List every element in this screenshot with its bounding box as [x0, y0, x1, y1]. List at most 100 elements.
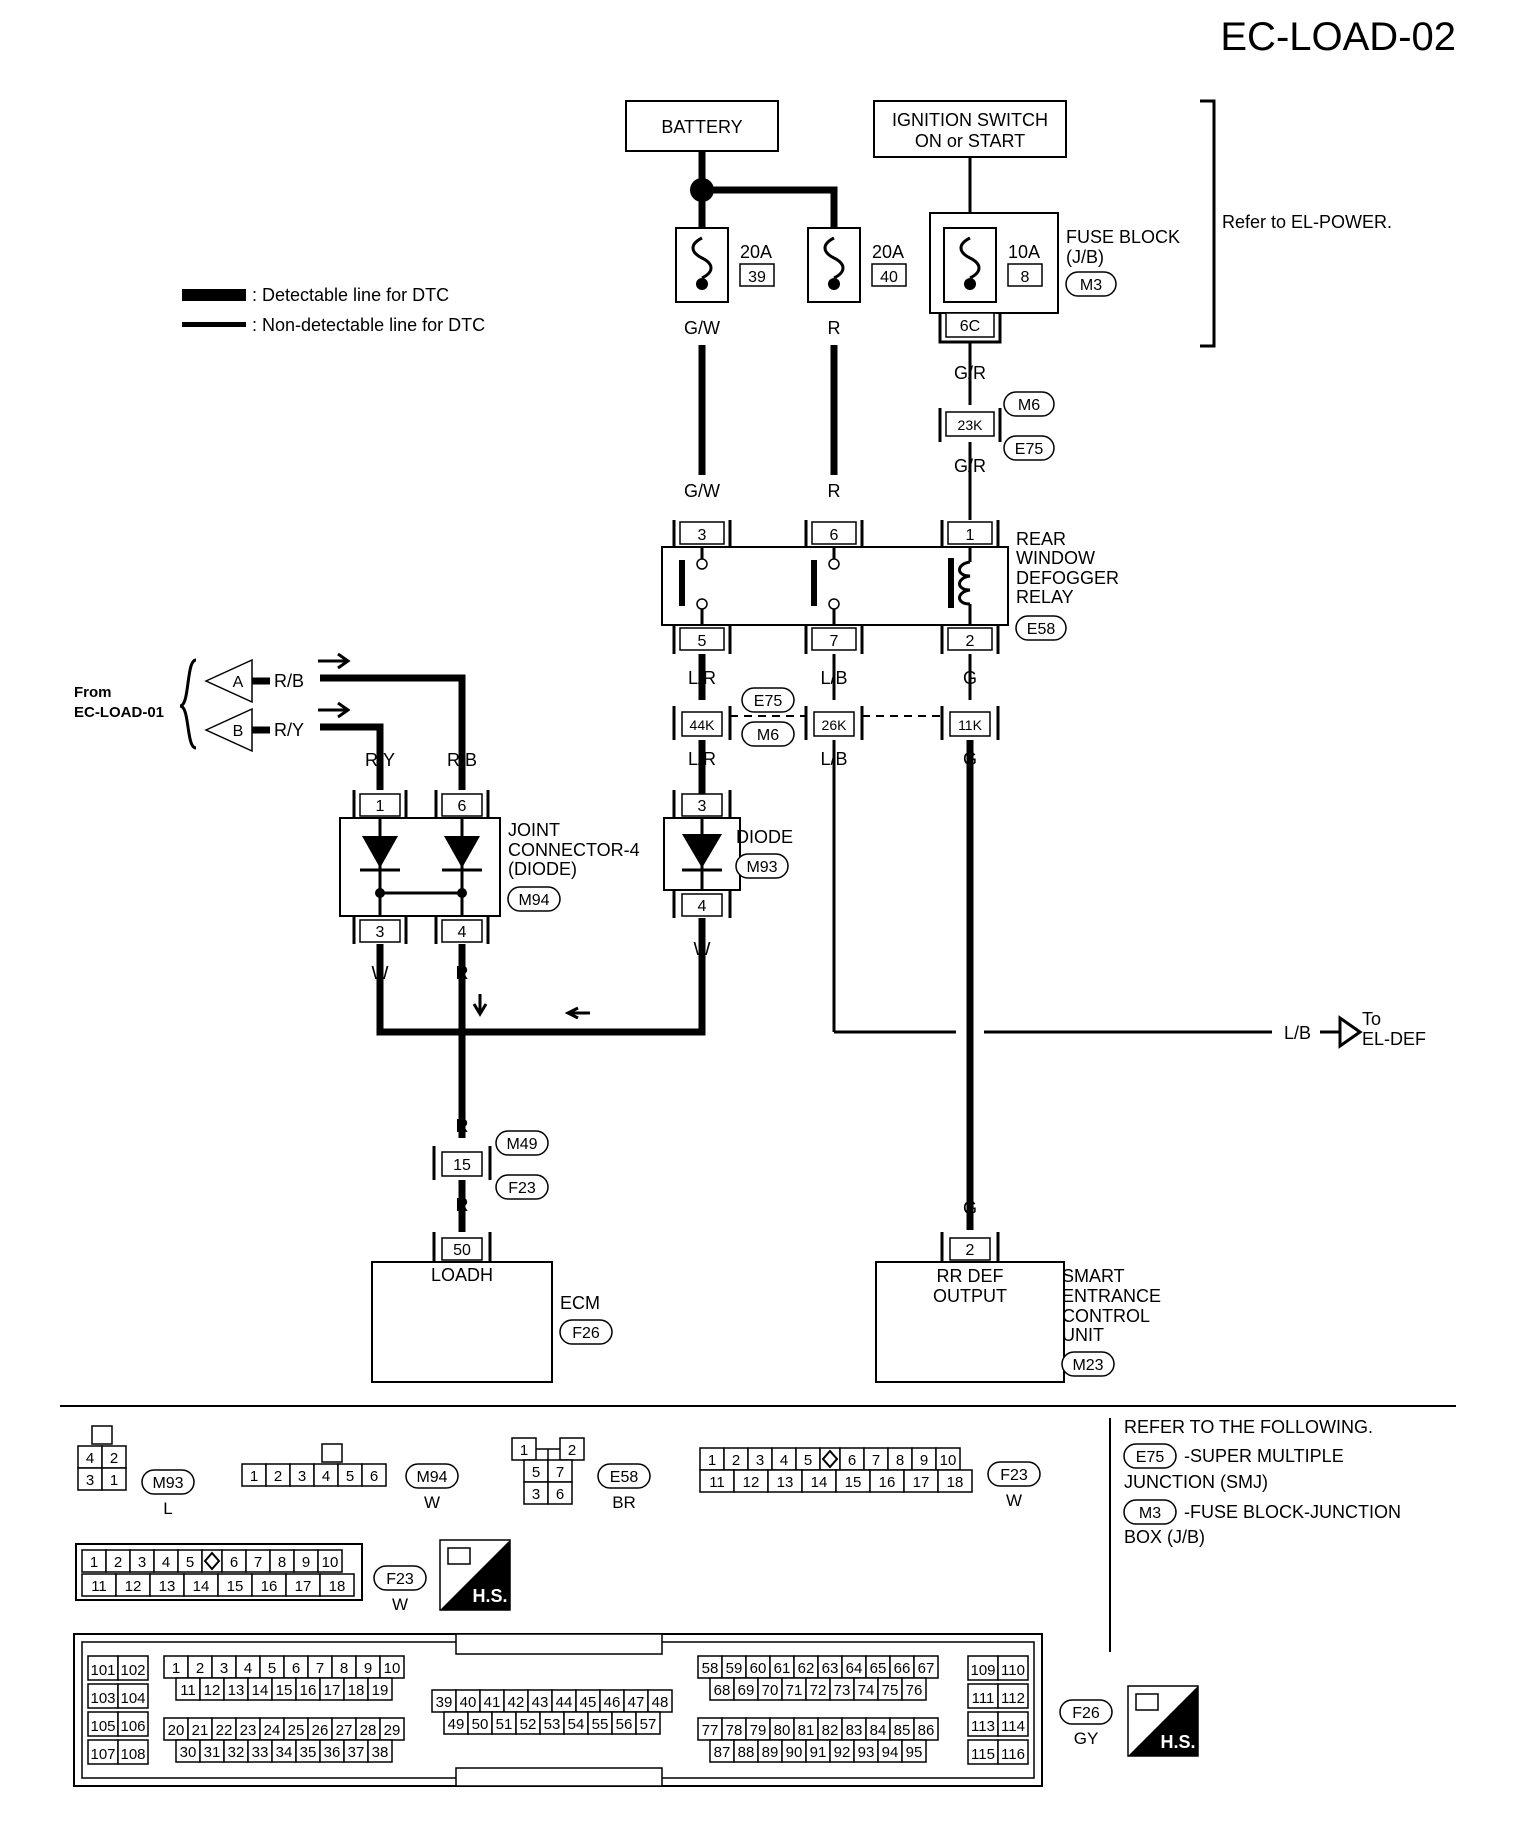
joint-connector-4: 1 6 3 4 JOINT CONNECTOR-4 (DIODE) M94: [339, 790, 640, 944]
m93-color: L: [163, 1499, 172, 1518]
f26-pin-76: 76: [906, 1682, 923, 1699]
f26-pin-38-cell: [367, 1739, 393, 1763]
wire-label-r-ecm-bottom: R: [456, 1195, 469, 1215]
f26-pin-104-cell: [117, 1683, 149, 1709]
relay-pin-5: 5: [698, 633, 707, 650]
f26-pin-48: 48: [652, 1694, 669, 1711]
f26-pin-57-cell: [635, 1711, 661, 1735]
from-line2: EC-LOAD-01: [74, 704, 164, 721]
legend-detectable-text: : Detectable line for DTC: [252, 285, 449, 305]
f26-pin-40: 40: [460, 1694, 477, 1711]
seu-term-1: RR DEF: [937, 1266, 1004, 1286]
e58-link: [536, 1448, 560, 1460]
f26-pin-65: 65: [870, 1660, 887, 1677]
page-title: EC-LOAD-02: [1220, 15, 1456, 59]
f26-pin-73: 73: [834, 1682, 851, 1699]
refer-e75-text1: -SUPER MULTIPLE: [1184, 1446, 1344, 1466]
refer-bracket: [1200, 99, 1216, 348]
f26-pin-116-cell: [997, 1739, 1029, 1765]
wire-label-lr-2: L/R: [688, 749, 716, 769]
e58-pin-7: 7: [556, 1464, 564, 1481]
f26-pin-53: 53: [544, 1716, 561, 1733]
m94-pin-4: 4: [322, 1468, 330, 1485]
to-ref-line1: To: [1362, 1009, 1381, 1029]
diode-label: DIODE: [736, 827, 793, 847]
jc-label-3: (DIODE): [508, 859, 577, 879]
ecm-pin-50: 50: [453, 1242, 471, 1259]
f26-pin-55: 55: [592, 1716, 609, 1733]
f26-pin-42: 42: [508, 1694, 525, 1711]
ecm-label: ECM: [560, 1293, 600, 1313]
f26-pin-23: 23: [240, 1722, 257, 1739]
smj-joints: 44K 26K 11K E75 M6: [672, 687, 1000, 747]
f23b-pin-11: 11: [91, 1578, 107, 1595]
f23b-key: [203, 1551, 221, 1571]
legend: : Detectable line for DTC : Non-detectab…: [182, 285, 485, 335]
f23a-pin-4: 4: [780, 1452, 788, 1469]
relay-label-4: RELAY: [1016, 587, 1074, 607]
ref-b-wire: R/Y: [274, 720, 304, 740]
f23a-pin-13: 13: [777, 1474, 794, 1491]
from-line1: From: [74, 684, 112, 701]
non-detectable-line-sample: [182, 322, 246, 327]
f26-pin-45: 45: [580, 1694, 597, 1711]
f26-pin-112-cell: [997, 1683, 1029, 1709]
f26-pin-20: 20: [168, 1722, 185, 1739]
smj-conn-m6: M6: [757, 727, 779, 744]
diode-m93: 3 4 DIODE M93: [663, 790, 793, 918]
e58-color: BR: [612, 1493, 636, 1512]
e58-pin-1: 1: [520, 1442, 528, 1459]
f23b-pin-1: 1: [90, 1554, 98, 1571]
f26-pin-15: 15: [276, 1682, 293, 1699]
m93-pin-4: 4: [86, 1450, 94, 1467]
f23a-pin-9: 9: [920, 1452, 928, 1469]
f26-pin-24: 24: [264, 1722, 281, 1739]
arrow-down-r: [472, 994, 488, 1017]
f23a-pin-5: 5: [804, 1452, 812, 1469]
f26-pin-115: 115: [971, 1746, 995, 1763]
jc-pin-3: 3: [376, 924, 385, 941]
f23b-pin-10-cell: [317, 1549, 343, 1573]
smart-entrance-control-unit: 2 RR DEF OUTPUT SMART ENTRANCE CONTROL U…: [875, 1232, 1161, 1383]
wire-label-g-seu: G: [963, 1198, 977, 1218]
f26-pin-82: 82: [822, 1722, 839, 1739]
f26-tag-shape: [1059, 1699, 1113, 1725]
f26-pin-26: 26: [312, 1722, 329, 1739]
m94-pin-3: 3: [298, 1468, 306, 1485]
f26-pin-19: 19: [372, 1682, 389, 1699]
wire-rb: [320, 674, 466, 790]
f23b-pin-15: 15: [227, 1578, 244, 1595]
relay-pin-6: 6: [830, 527, 839, 544]
seu-pin-2: 2: [966, 1242, 975, 1259]
jc-pin-4: 4: [458, 924, 467, 941]
diode-conn-m93: M93: [746, 859, 777, 876]
f23a-pin-14: 14: [811, 1474, 828, 1491]
ecm-terminal-loadh: LOADH: [431, 1265, 493, 1285]
fuse-block-terminal: 6C: [960, 318, 980, 335]
f26-pin-60: 60: [750, 1660, 767, 1677]
f26-tag: F26: [1072, 1705, 1100, 1722]
m94-tag: M94: [416, 1469, 447, 1486]
f26-pin-14: 14: [252, 1682, 269, 1699]
f26-hs-text: H.S.: [1160, 1732, 1195, 1752]
f26-pin-68: 68: [714, 1682, 731, 1699]
f26-pin-1: 1: [172, 1660, 180, 1677]
f26-pin-107: 107: [90, 1746, 115, 1763]
e58-pin-3: 3: [532, 1486, 540, 1503]
f26-pin-105: 105: [90, 1718, 115, 1735]
wire-w: [376, 918, 706, 1036]
f26-pin-44: 44: [556, 1694, 573, 1711]
f23a-pin-17: 17: [913, 1474, 930, 1491]
f26-pin-9: 9: [364, 1660, 372, 1677]
f26-pin-22: 22: [216, 1722, 233, 1739]
f23a-pin-3: 3: [756, 1452, 764, 1469]
f26-pin-52: 52: [520, 1716, 537, 1733]
f26-pin-16: 16: [300, 1682, 317, 1699]
fuse-8-number: 8: [1021, 269, 1030, 286]
f26-pin-34: 34: [276, 1744, 293, 1761]
f26-pin-5: 5: [268, 1660, 276, 1677]
fuse-39: 20A 39: [675, 227, 775, 303]
f26-pin-111: 111: [972, 1690, 995, 1707]
wire-label-g-2: G: [963, 749, 977, 769]
